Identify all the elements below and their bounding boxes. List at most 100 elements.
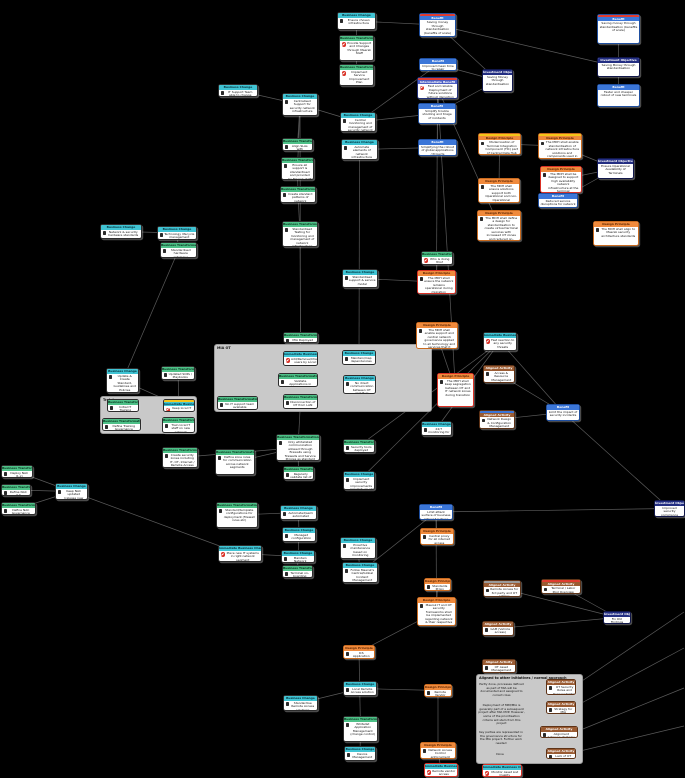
diagram-node-bt[interactable]: Business TransformationTerminal on-board… xyxy=(282,565,313,578)
diagram-node-bt[interactable]: Business TransformationWhitelist Applica… xyxy=(343,716,378,742)
diagram-node-bt[interactable]: Business TransformationCreate standard p… xyxy=(280,186,316,203)
diagram-node-bt[interactable]: Business TransformationDeploy NAC (1.x) xyxy=(1,465,33,478)
diagram-node-bt[interactable]: Business TransformationSecurity tools de… xyxy=(343,439,375,453)
diagram-node-bt[interactable]: Business TransformationAlign SLAs with o… xyxy=(282,138,313,151)
diagram-node-bt[interactable]: Business TransformationStandardised hard… xyxy=(160,242,197,258)
diagram-node-io[interactable]: Investment ObjectiveFix OUI Findings xyxy=(603,611,631,624)
diagram-node-bt[interactable]: Business TransformationImplement Service… xyxy=(339,64,374,86)
diagram-node-ibc[interactable]: Immediate Business ChangeFast reaction t… xyxy=(483,332,517,351)
diagram-node-bt[interactable]: Business TransformationTrain local IT st… xyxy=(162,417,195,433)
annotation-text[interactable]: Done xyxy=(496,752,504,756)
diagram-node-ibc[interactable]: Immediate Business ChangeRemote vendor a… xyxy=(424,763,458,777)
diagram-node-bt[interactable]: Business TransformationProvide Support a… xyxy=(339,35,374,61)
diagram-node-bt[interactable]: Business TransformationMIA Deployed xyxy=(283,332,318,343)
diagram-node-bt[interactable]: Business TransformationWho is doing this… xyxy=(421,251,453,265)
diagram-node-bt[interactable]: Business TransformationUpdated SOPs / Pl… xyxy=(161,366,195,380)
diagram-node-ibc[interactable]: Immediate Business ChangePlace new IT sy… xyxy=(218,545,262,562)
diagram-node-ibc[interactable]: Immediate Business ChangeAdd/Remove/Chan… xyxy=(283,351,318,366)
diagram-node-bt[interactable]: Business TransformationCreate security z… xyxy=(162,447,198,468)
diagram-node-bt[interactable]: Business TransformationInitial IT Traini… xyxy=(107,399,139,412)
diagram-node-ibc[interactable]: Immediate Business ChangeMonitor Asset L… xyxy=(482,764,522,777)
annotation-text[interactable]: Key parties are represented in the gover… xyxy=(479,730,523,745)
annotation-text[interactable]: Deployment of MIM/MIA is generally part … xyxy=(478,703,525,726)
diagram-node-bt[interactable]: Business TransformationEnsure all suppor… xyxy=(281,157,314,180)
diagram-node-bt[interactable]: Business TransformationStandardised Test… xyxy=(282,221,318,247)
diagram-node-bt[interactable]: Business TransformationRegularly validat… xyxy=(283,466,314,480)
annotation-text[interactable]: Partly done, processes defined as part o… xyxy=(479,682,524,697)
diagram-node-bt[interactable]: Business TransformationDisconnection of … xyxy=(283,394,318,409)
diagram-node-io[interactable]: Investment ObjectiveImproved security co… xyxy=(654,500,685,517)
